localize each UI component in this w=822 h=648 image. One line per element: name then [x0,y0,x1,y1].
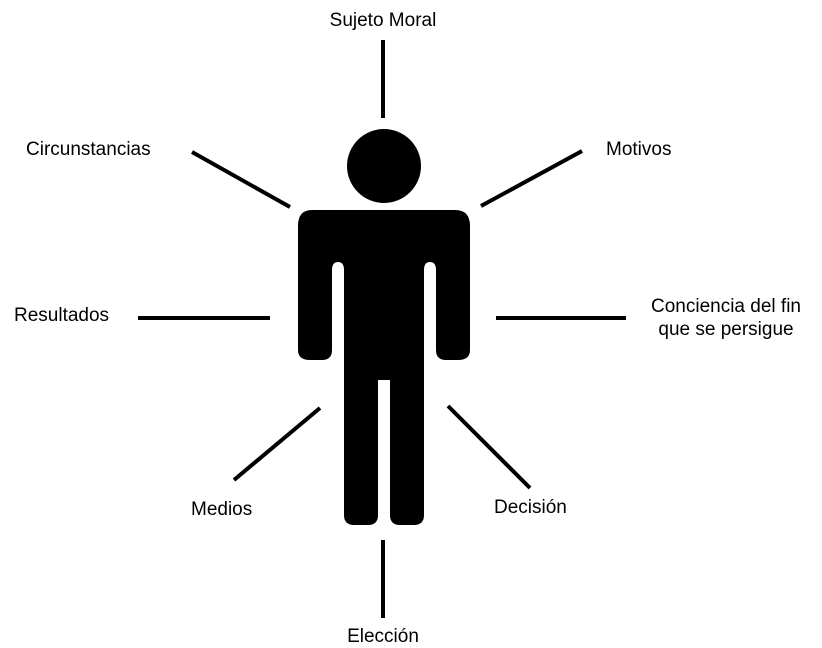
person-left-leg [344,375,378,525]
label-eleccion: Elección [347,626,419,647]
label-conciencia-line2: que se persigue [658,319,794,340]
connector-top-right [480,149,583,208]
connector-bottom-left [232,406,322,482]
label-resultados: Resultados [14,305,110,326]
person-right-leg [390,375,424,525]
person-head [347,129,421,203]
label-conciencia-del-fin: Conciencia del fin que se persigue [634,295,818,341]
label-medios: Medios [191,499,253,520]
connector-top-left [191,150,291,209]
label-decision: Decisión [494,497,567,518]
label-circunstancias: Circunstancias [26,139,151,160]
label-motivos: Motivos [606,139,672,160]
person-silhouette-icon [298,129,470,525]
label-conciencia-line1: Conciencia del fin [651,296,801,317]
label-sujeto-moral: Sujeto Moral [329,10,437,31]
connector-bottom-right [446,404,532,490]
person-body [298,210,470,380]
